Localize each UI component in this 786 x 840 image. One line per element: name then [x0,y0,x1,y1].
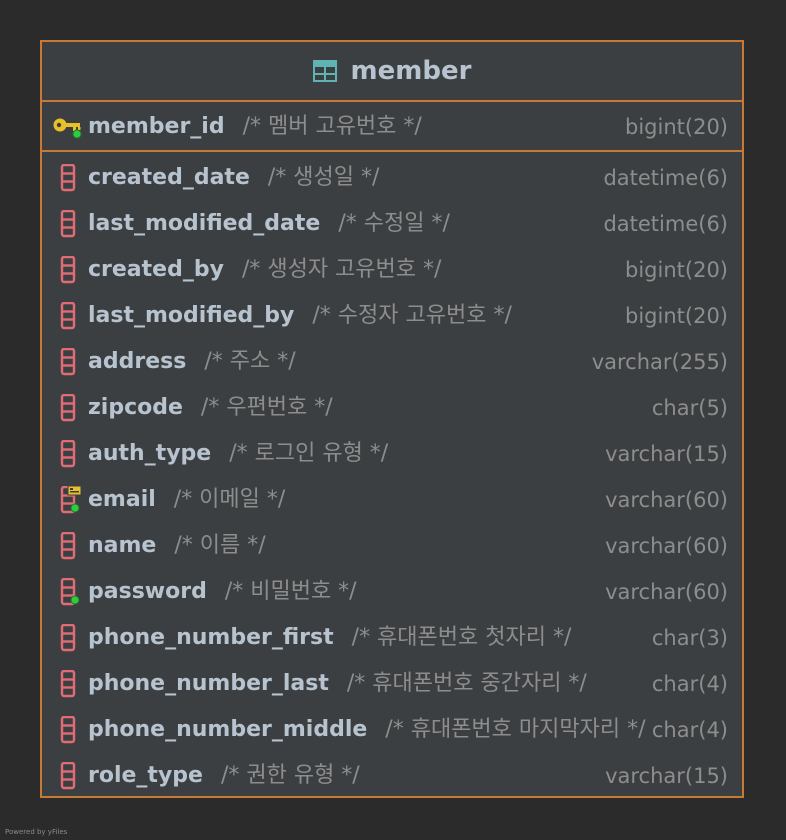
column-comment: /* 이름 */ [174,533,266,558]
column-icon [60,164,76,192]
column-row[interactable]: name /* 이름 */ varchar(60) [42,523,742,569]
column-row[interactable]: role_type /* 권한 유형 */ varchar(15) [42,753,742,799]
column-name: password /* 비밀번호 */ [88,569,357,615]
column-comment: /* 우편번호 */ [200,395,333,420]
column-name: member_id /* 멤버 고유번호 */ [88,104,422,150]
unique-index-column-icon [60,486,82,514]
column-type: bigint(20) [625,304,728,328]
column-type: varchar(60) [605,488,728,512]
column-type: bigint(20) [625,258,728,282]
entity-title: member [350,56,472,86]
column-comment: /* 수정일 */ [338,211,450,236]
column-icon [60,348,76,376]
column-name-text: last_modified_by [88,303,295,328]
column-type: datetime(6) [603,212,728,236]
column-row[interactable]: created_by /* 생성자 고유번호 */ bigint(20) [42,247,742,293]
column-icon [60,302,76,330]
column-row[interactable]: email /* 이메일 */ varchar(60) [42,477,742,523]
column-icon [60,670,76,698]
column-name-text: zipcode [88,395,183,420]
primary-key-section: member_id /* 멤버 고유번호 */ bigint(20) [42,102,742,152]
column-type: varchar(60) [605,580,728,604]
column-row[interactable]: phone_number_last /* 휴대폰번호 중간자리 */ char(4… [42,661,742,707]
column-comment: /* 멤버 고유번호 */ [242,114,422,139]
column-type: datetime(6) [603,166,728,190]
column-type: char(4) [651,718,728,742]
entity-header[interactable]: member [42,42,742,102]
column-row[interactable]: created_date /* 생성일 */ datetime(6) [42,155,742,201]
column-name: last_modified_date /* 수정일 */ [88,201,450,247]
column-icon [60,716,76,744]
column-name-text: created_by [88,257,224,282]
column-comment: /* 생성자 고유번호 */ [241,257,442,282]
column-icon [60,532,76,560]
column-comment: /* 휴대폰번호 첫자리 */ [351,625,572,650]
column-comment: /* 주소 */ [204,349,296,374]
column-name: phone_number_first /* 휴대폰번호 첫자리 */ [88,615,571,661]
column-name: role_type /* 권한 유형 */ [88,753,360,799]
column-row[interactable]: phone_number_middle /* 휴대폰번호 마지막자리 */ cha… [42,707,742,753]
column-name: phone_number_middle /* 휴대폰번호 마지막자리 */ [88,707,646,753]
column-row[interactable]: password /* 비밀번호 */ varchar(60) [42,569,742,615]
column-icon [60,256,76,284]
column-type: varchar(60) [605,534,728,558]
column-comment: /* 이메일 */ [173,487,286,512]
footer-credit: Powered by yFiles [5,828,68,836]
column-name: email /* 이메일 */ [88,477,285,523]
column-name: created_by /* 생성자 고유번호 */ [88,247,441,293]
column-icon [60,624,76,652]
column-comment: /* 생성일 */ [267,165,380,190]
column-icon [60,394,76,422]
column-row[interactable]: phone_number_first /* 휴대폰번호 첫자리 */ char(3… [42,615,742,661]
column-name-text: role_type [88,763,203,788]
column-name: address /* 주소 */ [88,339,296,385]
column-type: char(5) [651,396,728,420]
column-comment: /* 비밀번호 */ [224,579,357,604]
column-comment: /* 휴대폰번호 마지막자리 */ [385,717,646,742]
column-row[interactable]: zipcode /* 우편번호 */ char(5) [42,385,742,431]
member-entity-box[interactable]: member member_id /* 멤버 고유번호 */ bigint(20) [40,40,744,798]
column-type: char(4) [651,672,728,696]
column-row[interactable]: auth_type /* 로그인 유형 */ varchar(15) [42,431,742,477]
column-comment: /* 권한 유형 */ [220,763,360,788]
column-type: varchar(15) [605,442,728,466]
column-name-text: phone_number_last [88,671,329,696]
primary-key-name: member_id [88,114,225,139]
column-name-text: last_modified_date [88,211,321,236]
column-name: name /* 이름 */ [88,523,266,569]
column-icon [60,210,76,238]
column-comment: /* 수정자 고유번호 */ [312,303,512,328]
table-icon [312,60,337,82]
column-row[interactable]: last_modified_date /* 수정일 */ datetime(6) [42,201,742,247]
primary-key-row[interactable]: member_id /* 멤버 고유번호 */ bigint(20) [42,104,742,150]
primary-key-icon [53,118,82,139]
column-row[interactable]: last_modified_by /* 수정자 고유번호 */ bigint(20… [42,293,742,339]
column-name-text: email [88,487,156,512]
column-name: auth_type /* 로그인 유형 */ [88,431,388,477]
column-comment: /* 휴대폰번호 중간자리 */ [346,671,587,696]
column-row[interactable]: address /* 주소 */ varchar(255) [42,339,742,385]
column-name-text: created_date [88,165,250,190]
column-type: varchar(15) [605,764,728,788]
column-name-text: password [88,579,207,604]
column-icon [60,440,76,468]
column-name-text: phone_number_first [88,625,334,650]
column-name: created_date /* 생성일 */ [88,155,379,201]
column-type: varchar(255) [591,350,728,374]
column-name-text: phone_number_middle [88,717,368,742]
column-name-text: auth_type [88,441,212,466]
column-name-text: address [88,349,187,374]
column-name: last_modified_by /* 수정자 고유번호 */ [88,293,512,339]
not-null-column-icon [60,578,80,606]
column-icon [60,762,76,790]
column-type: bigint(20) [625,115,728,139]
column-name: zipcode /* 우편번호 */ [88,385,333,431]
column-type: char(3) [651,626,728,650]
column-name-text: name [88,533,157,558]
column-comment: /* 로그인 유형 */ [229,441,389,466]
column-name: phone_number_last /* 휴대폰번호 중간자리 */ [88,661,587,707]
